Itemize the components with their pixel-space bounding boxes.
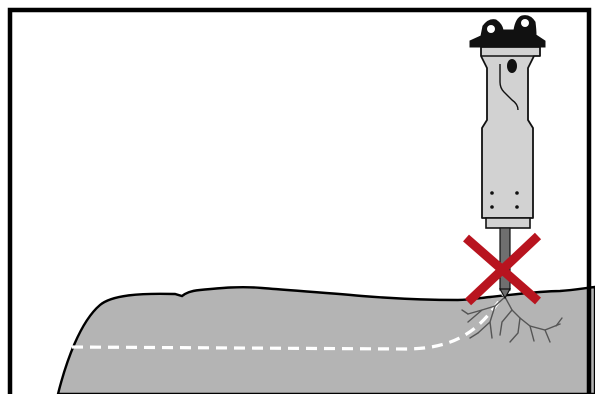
red-x-icon	[463, 232, 542, 306]
breaker-body	[480, 46, 541, 219]
breaker-collar	[485, 217, 531, 229]
breaker-slot	[499, 64, 519, 111]
crack-lines-icon	[461, 296, 563, 343]
ground-surface	[56, 285, 595, 394]
breaker-bolts	[490, 191, 519, 209]
breaker-port	[507, 59, 517, 73]
diagram-frame	[7, 7, 592, 394]
hydraulic-breaker-icon	[469, 15, 546, 300]
